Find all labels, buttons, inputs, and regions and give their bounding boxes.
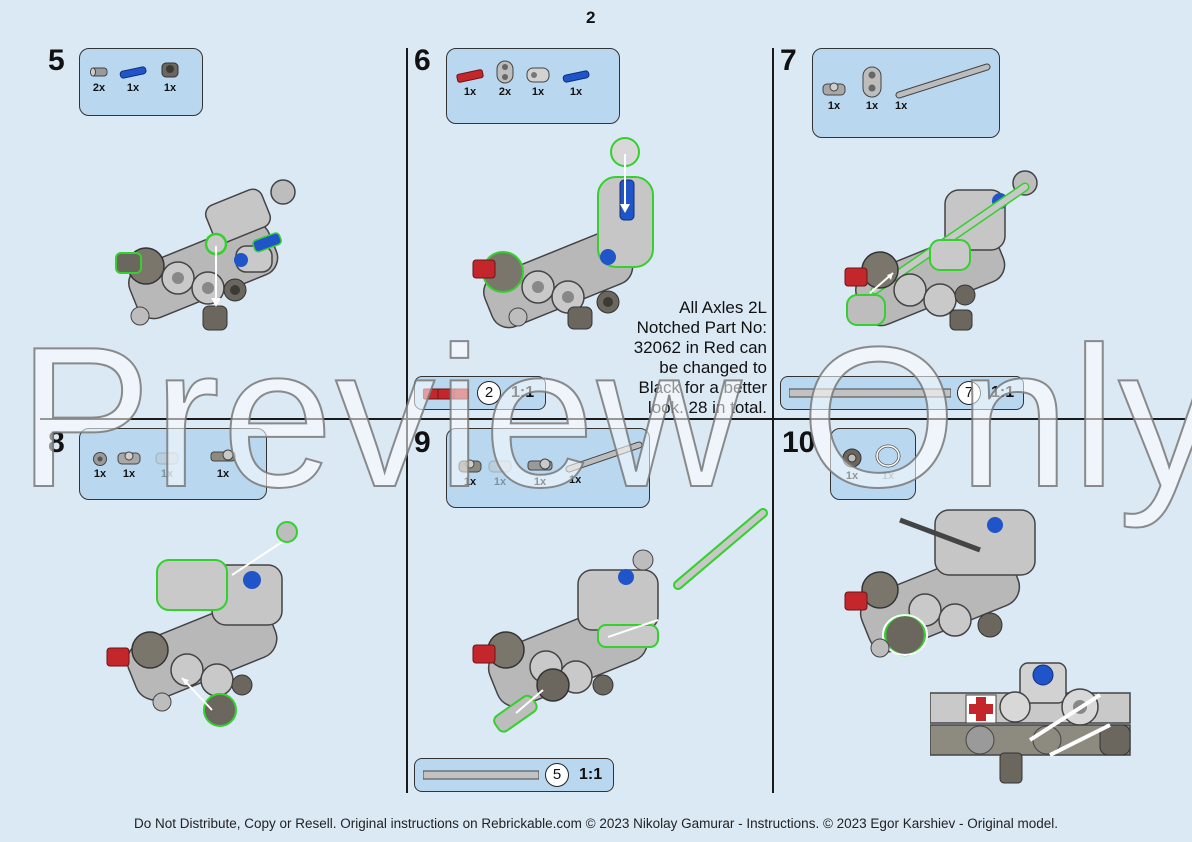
part-qty: 1x <box>895 100 908 112</box>
part-double-pin-connector: 1x <box>821 79 847 112</box>
model-step-7 <box>844 170 1038 331</box>
parts-callout-step-5: 2x 1x 1x <box>79 48 203 116</box>
part-qty: 1x <box>865 100 879 112</box>
step-number-10: 10 <box>782 426 816 459</box>
part-axle-pin-blue: 1x <box>561 67 591 98</box>
model-step-6 <box>472 137 654 330</box>
scale-ratio: 1:1 <box>991 384 1015 401</box>
part-qty: 1x <box>881 470 895 482</box>
parts-callout-step-9: 1x 1x 1x 1x <box>446 428 650 508</box>
scale-ratio: 1:1 <box>511 384 535 401</box>
part-double-pin-connector: 1x <box>116 449 142 480</box>
scale-ratio: 1:1 <box>579 766 603 783</box>
note-line: be changed to <box>659 358 767 377</box>
model-step-10 <box>844 509 1036 658</box>
note-line: look. 28 in total. <box>647 398 767 417</box>
note-line: Notched Part No: <box>636 318 767 337</box>
model-step-8 <box>106 521 298 727</box>
divider-horizontal <box>40 418 1185 420</box>
part-qty: 1x <box>569 474 582 486</box>
part-gear-dark: 1x <box>839 447 865 482</box>
parts-callout-step-7: 1x 1x 1x <box>812 48 1000 138</box>
part-long-axle: 1x <box>895 61 991 112</box>
copyright-footer: Do Not Distribute, Copy or Resell. Origi… <box>133 816 1059 831</box>
model-step-5 <box>115 179 296 331</box>
part-qty: 1x <box>126 82 140 94</box>
part-qty: 1x <box>160 468 174 480</box>
part-qty: 1x <box>531 86 545 98</box>
long-axle-icon <box>789 388 951 398</box>
scale-box-step-6: 2 1:1 <box>414 376 546 410</box>
part-axle-red: 1x <box>455 67 485 98</box>
part-qty: 1x <box>463 86 477 98</box>
scale-count: 7 <box>957 381 981 405</box>
divider-vertical-left <box>406 48 408 793</box>
part-qty: 1x <box>569 86 583 98</box>
part-qty: 1x <box>163 82 177 94</box>
part-block-light: 1x <box>525 65 551 98</box>
part-cross-connector: 1x <box>525 455 555 488</box>
parts-callout-step-6: 1x 2x 1x 1x <box>446 48 620 124</box>
part-axle-pin-blue: 1x <box>118 63 148 94</box>
axle-icon <box>423 770 539 780</box>
part-bush-gray: 1x <box>90 451 110 480</box>
step-number-9: 9 <box>414 426 431 459</box>
part-qty: 1x <box>845 470 859 482</box>
page-number: 2 <box>586 8 596 27</box>
part-ring-faded: 1x <box>873 443 903 482</box>
part-qty: 1x <box>463 476 477 488</box>
model-step-9 <box>472 508 768 733</box>
part-faded-connector: 1x <box>154 449 180 480</box>
step-number-5: 5 <box>48 44 65 77</box>
part-double-pin-connector: 1x <box>457 457 483 488</box>
part-long-axle: 1x <box>565 439 643 486</box>
part-qty: 1x <box>122 468 136 480</box>
part-qty: 1x <box>216 468 230 480</box>
part-pin-gray: 2x <box>88 63 110 94</box>
part-qty: 1x <box>827 100 841 112</box>
axle-note: All Axles 2L Notched Part No: 32062 in R… <box>600 298 767 418</box>
part-qty: 1x <box>493 476 507 488</box>
part-beam-connector: 2x <box>493 59 517 98</box>
part-beam-connector: 1x <box>859 65 885 112</box>
part-faded-pin: 1x <box>487 457 513 488</box>
divider-vertical-right <box>772 48 774 793</box>
part-qty: 2x <box>498 86 512 98</box>
parts-callout-step-10: 1x 1x <box>830 428 916 500</box>
axle-red-icon <box>423 388 469 400</box>
scale-count: 5 <box>545 763 569 787</box>
note-line: All Axles 2L <box>679 298 767 317</box>
part-qty: 2x <box>92 82 106 94</box>
step-number-6: 6 <box>414 44 431 77</box>
parts-callout-step-8: 1x 1x 1x 1x <box>79 428 267 500</box>
note-line: 32062 in Red can <box>633 338 767 357</box>
part-qty: 1x <box>93 468 107 480</box>
step-number-8: 8 <box>48 426 65 459</box>
note-line: Black for a better <box>638 378 767 397</box>
step-number-7: 7 <box>780 44 797 77</box>
scale-box-step-9: 5 1:1 <box>414 758 614 792</box>
scale-box-step-7: 7 1:1 <box>780 376 1024 410</box>
scale-count: 2 <box>477 381 501 405</box>
part-cross-connector: 1x <box>208 445 238 480</box>
model-step-10-detail <box>930 662 1131 784</box>
part-connector-dark: 1x <box>158 59 182 94</box>
part-qty: 1x <box>533 476 547 488</box>
